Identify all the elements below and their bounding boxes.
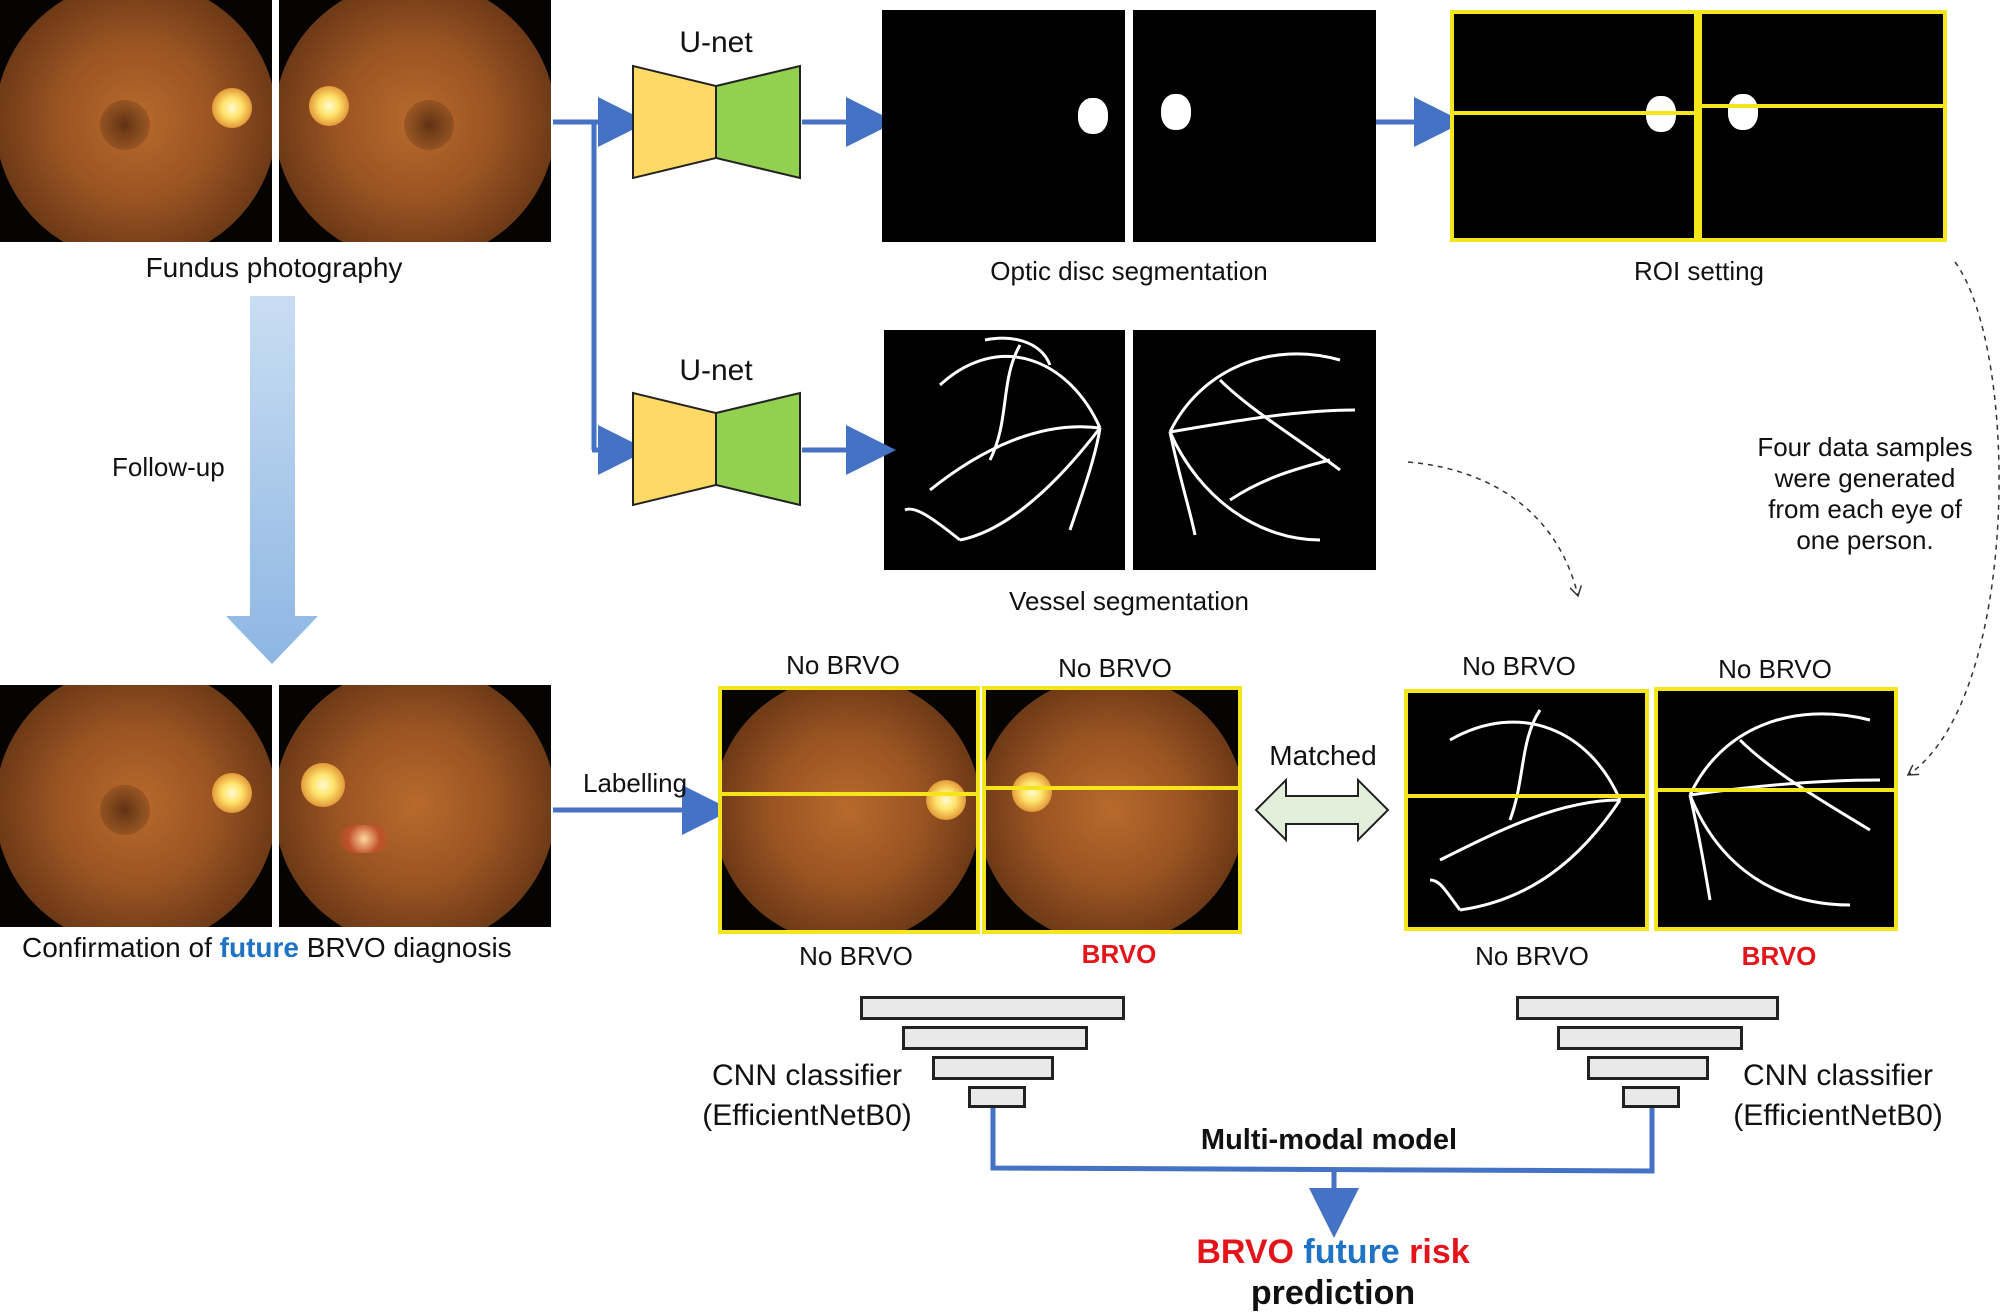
fundus-label-bottom-left: No BRVO xyxy=(799,941,913,971)
multimodal-label: Multi-modal model xyxy=(1200,1124,1458,1156)
cnn-right-layer-1 xyxy=(1516,996,1779,1020)
cnn-right-label-1: CNN classifier xyxy=(1742,1059,1934,1092)
optic-disc-segmentation-label: Optic disc segmentation xyxy=(990,256,1268,286)
four-samples-line-2: were generated xyxy=(1774,463,1956,493)
cnn-left-label-2: (EfficientNetB0) xyxy=(702,1099,912,1132)
vessel-segmentation-label: Vessel segmentation xyxy=(1009,586,1249,616)
result-future: future xyxy=(1303,1233,1400,1271)
labeled-vessel-box-left xyxy=(1654,687,1898,931)
labeled-fundus-box-left xyxy=(982,686,1242,934)
unet-top-label: U-net xyxy=(679,26,753,59)
roi-mask-left-eye xyxy=(1700,10,1947,242)
vessel-map-top-left xyxy=(904,336,1102,542)
vessel-map-top-right xyxy=(1168,352,1356,542)
four-samples-line-3: from each eye of xyxy=(1768,494,1962,524)
roi-line-left xyxy=(1698,104,1947,108)
roi-box-left xyxy=(1698,10,1947,242)
optic-disc-mask-right-eye xyxy=(882,10,1125,242)
cnn-left-layer-4 xyxy=(968,1086,1026,1108)
roi-box-right xyxy=(1450,10,1698,242)
fundus-label-top-left: No BRVO xyxy=(786,650,900,680)
roi-setting-label: ROI setting xyxy=(1633,256,1765,286)
cnn-right-label-2: (EfficientNetB0) xyxy=(1733,1099,1943,1132)
roi-line-right xyxy=(1450,111,1698,115)
roi-mask-right-eye xyxy=(1450,10,1698,242)
labeled-vessel-line-right xyxy=(1404,794,1649,798)
fundus-photo-left-eye-baseline xyxy=(279,0,551,242)
fundus-photo-right-eye-followup xyxy=(0,685,272,927)
matched-double-arrow xyxy=(1254,777,1390,843)
cnn-left-label-1: CNN classifier xyxy=(711,1059,903,1092)
dashed-arrow-roi xyxy=(1908,261,2000,775)
confirmation-pre: Confirmation of xyxy=(22,932,220,963)
vessel-map-bottom-left xyxy=(1429,709,1622,912)
confirmation-label: Confirmation of future BRVO diagnosis xyxy=(22,932,512,964)
four-samples-line-1: Four data samples xyxy=(1757,432,1973,462)
unet-decoder-bottom xyxy=(715,391,801,507)
cnn-right-layer-4 xyxy=(1622,1086,1680,1108)
unet-encoder-top xyxy=(632,64,717,180)
four-samples-line-4: one person. xyxy=(1796,525,1934,555)
labeled-fundus-line-left xyxy=(982,786,1242,790)
fundus-photography-label: Fundus photography xyxy=(145,252,403,283)
labeled-fundus-line-right xyxy=(718,792,980,796)
unet-encoder-bottom xyxy=(632,391,717,507)
result-title: BRVO future risk xyxy=(1196,1233,1469,1272)
four-samples-note: Four data samples were generated from ea… xyxy=(1700,432,2008,556)
cnn-left-layer-1 xyxy=(860,996,1125,1020)
fundus-label-top-right: No BRVO xyxy=(1058,653,1172,683)
labeled-fundus-box-right xyxy=(718,686,980,934)
result-brvo: BRVO xyxy=(1196,1233,1294,1271)
labeled-fundus-right-eye xyxy=(718,686,976,934)
cnn-right-layer-2 xyxy=(1557,1026,1743,1050)
labeled-vessel-line-left xyxy=(1654,788,1898,792)
result-risk: risk xyxy=(1409,1233,1470,1271)
vessel-label-bottom-left: No BRVO xyxy=(1475,941,1589,971)
fundus-photo-right-eye-baseline xyxy=(0,0,272,242)
follow-up-arrow xyxy=(226,296,318,664)
result-prediction: prediction xyxy=(1250,1274,1416,1312)
fundus-label-bottom-right: BRVO xyxy=(1081,939,1157,969)
follow-up-label: Follow-up xyxy=(112,452,225,482)
fundus-photo-left-eye-followup xyxy=(279,685,551,927)
labelling-label: Labelling xyxy=(583,768,688,798)
unet-bottom-label: U-net xyxy=(679,354,753,387)
matched-label: Matched xyxy=(1269,740,1377,771)
confirmation-future: future xyxy=(219,932,299,963)
dashed-arrow-vessel xyxy=(1407,461,1578,596)
vessel-label-bottom-right: BRVO xyxy=(1741,941,1817,971)
cnn-left-layer-2 xyxy=(902,1026,1088,1050)
cnn-left-layer-3 xyxy=(932,1056,1054,1080)
vessel-label-top-left: No BRVO xyxy=(1462,651,1576,681)
labeled-vessel-box-right xyxy=(1404,689,1649,931)
cnn-right-layer-3 xyxy=(1587,1056,1709,1080)
optic-disc-mask-left-eye xyxy=(1133,10,1376,242)
labeled-fundus-left-eye xyxy=(982,686,1240,934)
vessel-label-top-right: No BRVO xyxy=(1718,654,1832,684)
confirmation-post: BRVO diagnosis xyxy=(298,932,512,963)
unet-decoder-top xyxy=(715,64,801,180)
